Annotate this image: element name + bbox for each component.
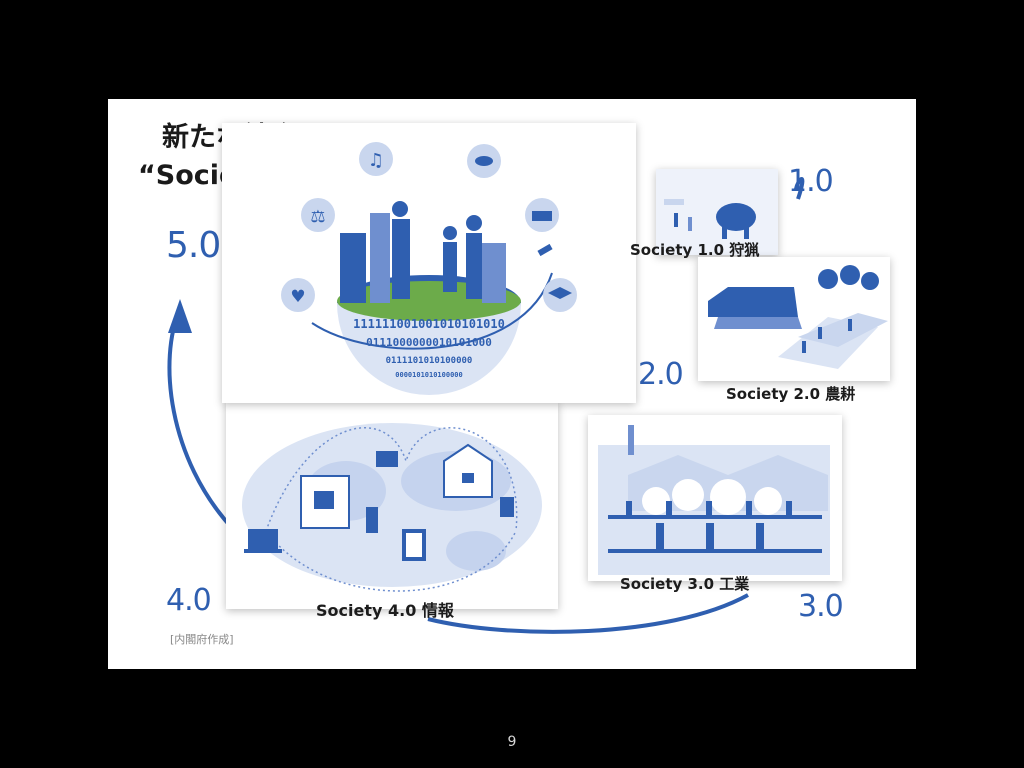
page-number: 9 bbox=[507, 734, 517, 750]
panel-society-2 bbox=[698, 257, 890, 381]
coins-icon bbox=[467, 144, 501, 178]
panel-society-3 bbox=[588, 415, 842, 581]
stage-number-1: 1.0 bbox=[788, 164, 834, 199]
graduation-cap-icon bbox=[543, 278, 577, 312]
stage-number-2: 2.0 bbox=[638, 357, 684, 392]
scales-icon: ⚖ bbox=[301, 198, 335, 232]
panel-society-1 bbox=[656, 169, 778, 255]
svg-text:⚖: ⚖ bbox=[310, 207, 325, 227]
binary-line-3: 0111101010100000 bbox=[386, 356, 473, 366]
factory-illustration bbox=[598, 425, 830, 575]
svg-text:♫: ♫ bbox=[368, 150, 384, 171]
svg-text:♥: ♥ bbox=[290, 287, 305, 307]
satellite-icon bbox=[537, 243, 553, 257]
world-map-network-illustration bbox=[242, 423, 542, 592]
caption-society-1: Society 1.0 狩猟 bbox=[630, 241, 760, 259]
stage-number-4: 4.0 bbox=[166, 583, 212, 618]
music-note-icon: ♫ bbox=[359, 142, 393, 176]
binary-line-2: 0111000000010101000 bbox=[366, 336, 492, 349]
caption-society-2: Society 2.0 農耕 bbox=[726, 385, 856, 403]
stage-number-5: 5.0 bbox=[166, 225, 221, 266]
caption-society-3: Society 3.0 工業 bbox=[620, 575, 750, 593]
binary-line-1: 111111001001010101010 bbox=[353, 317, 505, 331]
farming-illustration bbox=[708, 265, 888, 369]
source-note: [内閣府作成] bbox=[170, 633, 234, 646]
cycle-arrow bbox=[167, 177, 805, 634]
binary-line-4: 0000101010100000 bbox=[395, 371, 462, 379]
panel-society-4 bbox=[226, 401, 558, 609]
panel-society-5: 111111001001010101010 011100000001010100… bbox=[222, 123, 636, 403]
hunting-illustration bbox=[656, 169, 778, 255]
caption-society-4: Society 4.0 情報 bbox=[316, 601, 454, 620]
society-5-globe-illustration: 111111001001010101010 011100000001010100… bbox=[281, 142, 577, 395]
heart-icon: ♥ bbox=[281, 278, 315, 312]
stage-number-3: 3.0 bbox=[798, 589, 844, 624]
factory-icon bbox=[525, 198, 559, 232]
slide: 新たな社会 “Society 5.0” 5.0 1.0 2.0 3.0 4.0 bbox=[108, 99, 916, 669]
